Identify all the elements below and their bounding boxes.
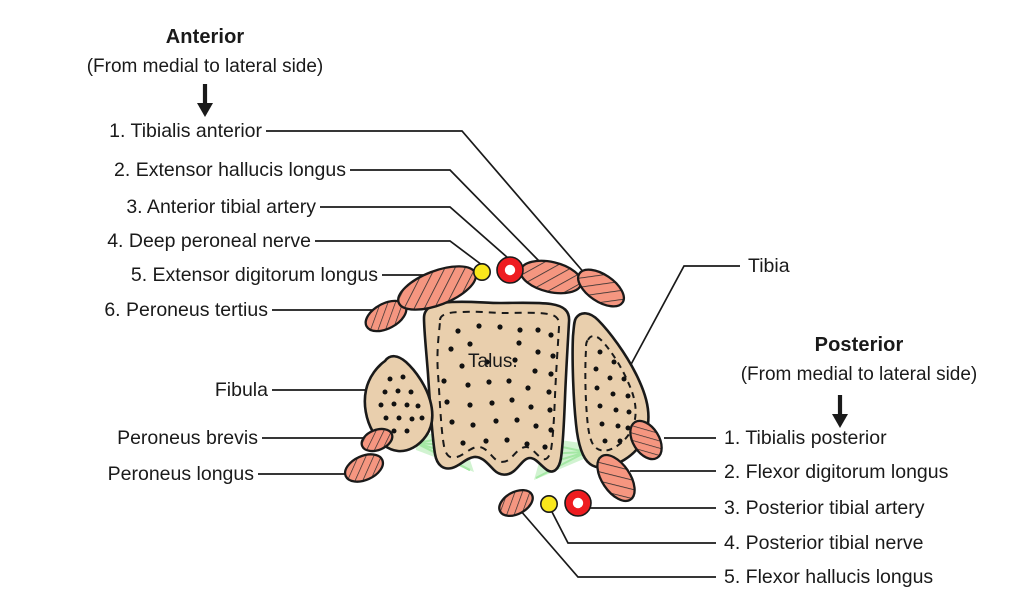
- deep-peroneal-nerve-icon: [472, 262, 491, 281]
- fibula-label[interactable]: Fibula: [214, 379, 268, 401]
- leader-flexor-hallucis-longus: [519, 509, 716, 578]
- fibula-bone: [363, 354, 434, 453]
- posterior-tibial-artery-lumen: [572, 497, 584, 509]
- posterior-down-arrow-icon: [832, 395, 848, 428]
- anterior-subheading: (From medial to lateral side): [86, 56, 324, 77]
- posterior-subheading: (From medial to lateral side): [740, 364, 978, 385]
- anterior-item-2[interactable]: 2. Extensor hallucis longus: [114, 159, 346, 181]
- tibialis-posterior-muscle: [629, 419, 663, 461]
- tibia-trabeculae: [593, 349, 632, 444]
- tibialis-anterior-muscle: [577, 268, 625, 308]
- peroneus-longus-label[interactable]: Peroneus longus: [107, 463, 254, 485]
- anterior-item-6[interactable]: 6. Peroneus tertius: [104, 299, 268, 321]
- muscles-group: [343, 259, 663, 518]
- bones-group: [363, 300, 650, 476]
- talus-trabeculae: [441, 323, 556, 450]
- peroneus-brevis-label[interactable]: Peroneus brevis: [117, 427, 258, 449]
- anterior-heading: Anterior: [165, 26, 245, 48]
- anterior-down-arrow-icon: [197, 84, 213, 117]
- posterior-item-1[interactable]: 1. Tibialis posterior: [724, 427, 887, 449]
- leader-anterior-tibial-artery: [320, 206, 509, 259]
- flexor-hallucis-longus-muscle: [498, 488, 534, 518]
- fibula-trabeculae: [378, 374, 425, 434]
- posterior-item-4[interactable]: 4. Posterior tibial nerve: [724, 532, 924, 554]
- leader-posterior-tibial-nerve: [550, 509, 716, 544]
- leader-tibia: [627, 265, 740, 371]
- posterior-item-3[interactable]: 3. Posterior tibial artery: [724, 497, 925, 519]
- neurovascular-group: [472, 256, 592, 517]
- talus-bone: [422, 300, 571, 476]
- direction-arrows-group: [197, 84, 848, 428]
- peroneus-brevis-muscle: [360, 427, 394, 453]
- anterior-item-5[interactable]: 5. Extensor digitorum longus: [130, 264, 378, 286]
- leader-tibialis-anterior: [266, 130, 587, 276]
- posterior-item-5[interactable]: 5. Flexor hallucis longus: [724, 566, 934, 588]
- peroneus-longus-muscle: [343, 453, 385, 483]
- anterior-tibial-artery-lumen: [504, 264, 516, 276]
- posterior-heading: Posterior: [814, 334, 904, 356]
- tibia-label[interactable]: Tibia: [748, 255, 790, 277]
- anterior-item-4[interactable]: 4. Deep peroneal nerve: [107, 230, 311, 252]
- posterior-tibial-nerve-icon: [539, 494, 558, 513]
- anterior-item-3[interactable]: 3. Anterior tibial artery: [126, 196, 316, 218]
- posterior-item-2[interactable]: 2. Flexor digitorum longus: [724, 461, 949, 483]
- leader-lines-group: [258, 130, 740, 578]
- anterior-item-1[interactable]: 1. Tibialis anterior: [109, 120, 262, 142]
- flexor-digitorum-longus-muscle: [596, 453, 636, 503]
- talus-label: Talus.: [468, 351, 518, 372]
- leader-extensor-hallucis-longus: [350, 169, 541, 263]
- leader-deep-peroneal-nerve: [315, 240, 483, 266]
